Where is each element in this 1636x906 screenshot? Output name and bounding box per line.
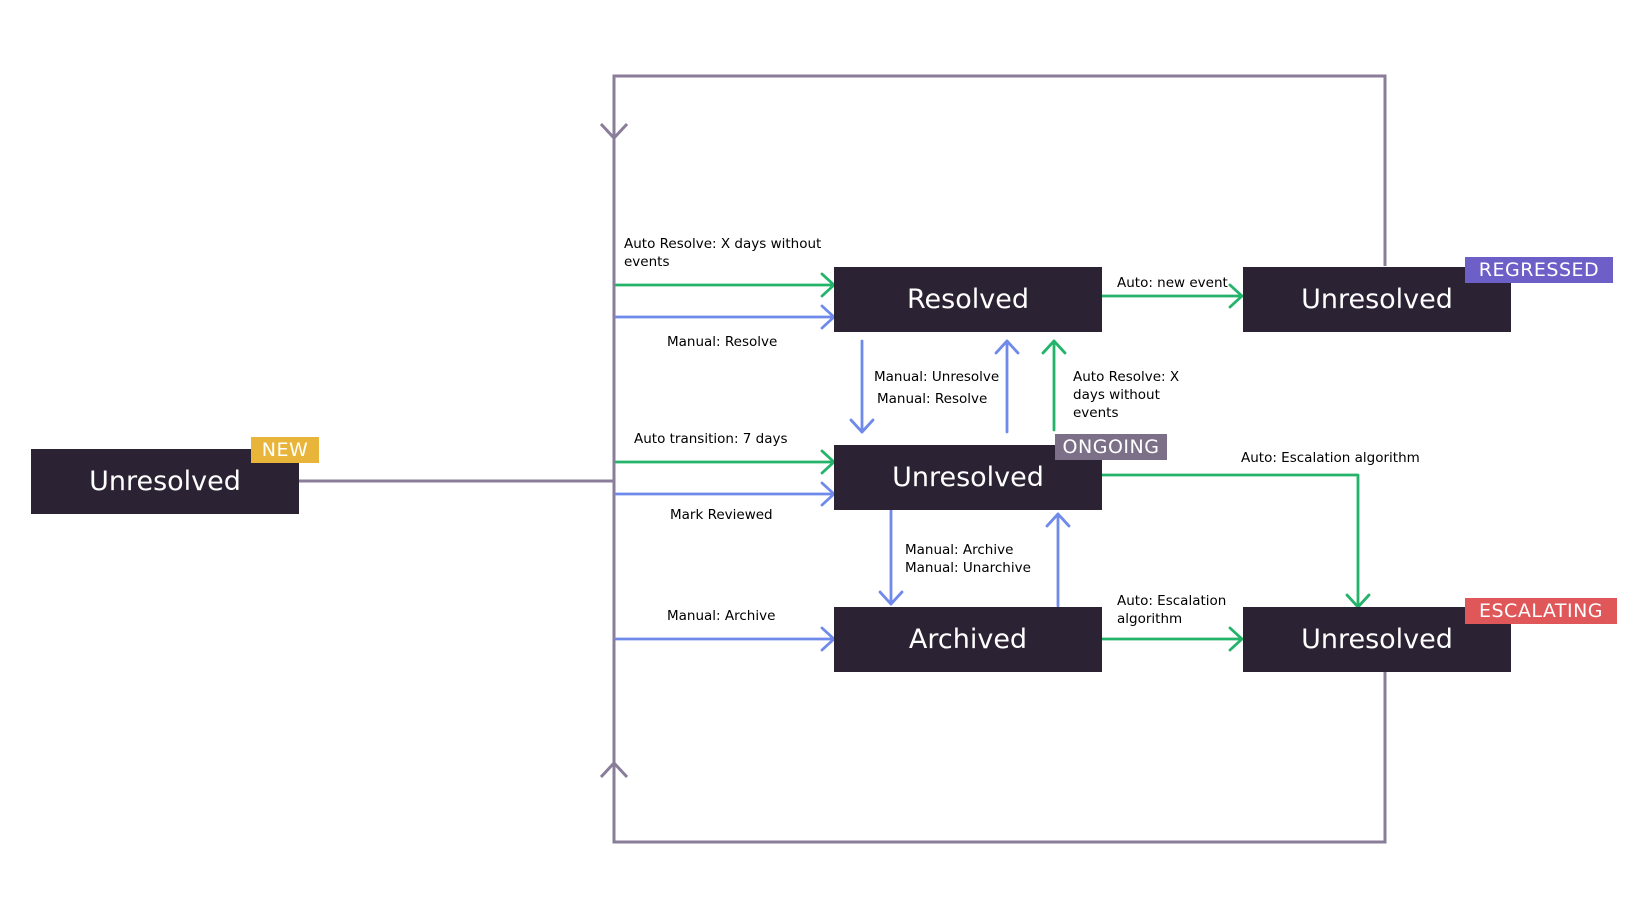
label-mark-reviewed: Mark Reviewed xyxy=(670,507,773,523)
label-manual-unresolve: Manual: Unresolve xyxy=(874,369,1000,385)
label-auto-resolve-left-line1: Auto Resolve: X days without xyxy=(624,236,822,252)
arrow-auto-escalation-top xyxy=(1099,473,1360,609)
label-auto-escalation-top: Auto: Escalation algorithm xyxy=(1241,450,1420,466)
state-archived: Archived xyxy=(834,607,1102,672)
arrowhead-manual-unresolve xyxy=(849,418,875,434)
label-manual-resolve-mid: Manual: Resolve xyxy=(877,391,988,407)
label-auto-escalation-bottom-line2: algorithm xyxy=(1117,611,1183,627)
label-auto-resolve-left-line2: events xyxy=(624,254,670,270)
label-auto-resolve-mid-line2: days without xyxy=(1073,387,1160,403)
arrowhead-manual-archive-mid xyxy=(878,590,904,606)
label-auto-resolve-mid-line3: events xyxy=(1073,405,1119,421)
arrowhead-manual-unarchive xyxy=(1045,512,1071,528)
arrowhead-manual-resolve-mid xyxy=(994,339,1020,355)
label-auto-resolve-mid-line1: Auto Resolve: X xyxy=(1073,369,1180,385)
state-resolved: Resolved xyxy=(834,267,1102,332)
label-auto-transition-7-days: Auto transition: 7 days xyxy=(634,431,788,447)
label-auto-resolve-mid: Auto Resolve: X days without events xyxy=(1073,368,1179,422)
badge-new: NEW xyxy=(251,437,319,463)
label-manual-resolve-left: Manual: Resolve xyxy=(667,334,778,350)
badge-escalating: ESCALATING xyxy=(1465,598,1617,624)
label-auto-escalation-bottom: Auto: Escalation algorithm xyxy=(1117,592,1226,628)
label-auto-resolve-left: Auto Resolve: X days without events xyxy=(624,235,821,271)
frame-arrowhead-top xyxy=(599,122,629,141)
label-auto-escalation-bottom-line1: Auto: Escalation xyxy=(1117,593,1227,609)
frame-lines xyxy=(298,74,1387,844)
label-manual-unarchive: Manual: Unarchive xyxy=(905,560,1031,576)
frame-arrowhead-bottom xyxy=(599,760,629,779)
label-manual-archive-left: Manual: Archive xyxy=(667,608,776,624)
badge-ongoing: ONGOING xyxy=(1055,434,1167,460)
label-manual-archive-mid: Manual: Archive xyxy=(905,542,1014,558)
arrowhead-auto-resolve-mid xyxy=(1041,339,1067,355)
label-auto-new-event: Auto: new event xyxy=(1117,275,1228,291)
frame-loop xyxy=(612,74,1387,844)
state-regressed-unresolved: Unresolved xyxy=(1243,267,1511,332)
arrowhead-auto-new-event xyxy=(1228,283,1244,309)
arrowhead-auto-escalation-bottom xyxy=(1228,626,1244,652)
badge-regressed: REGRESSED xyxy=(1465,257,1613,283)
state-escalating-unresolved: Unresolved xyxy=(1243,607,1511,672)
